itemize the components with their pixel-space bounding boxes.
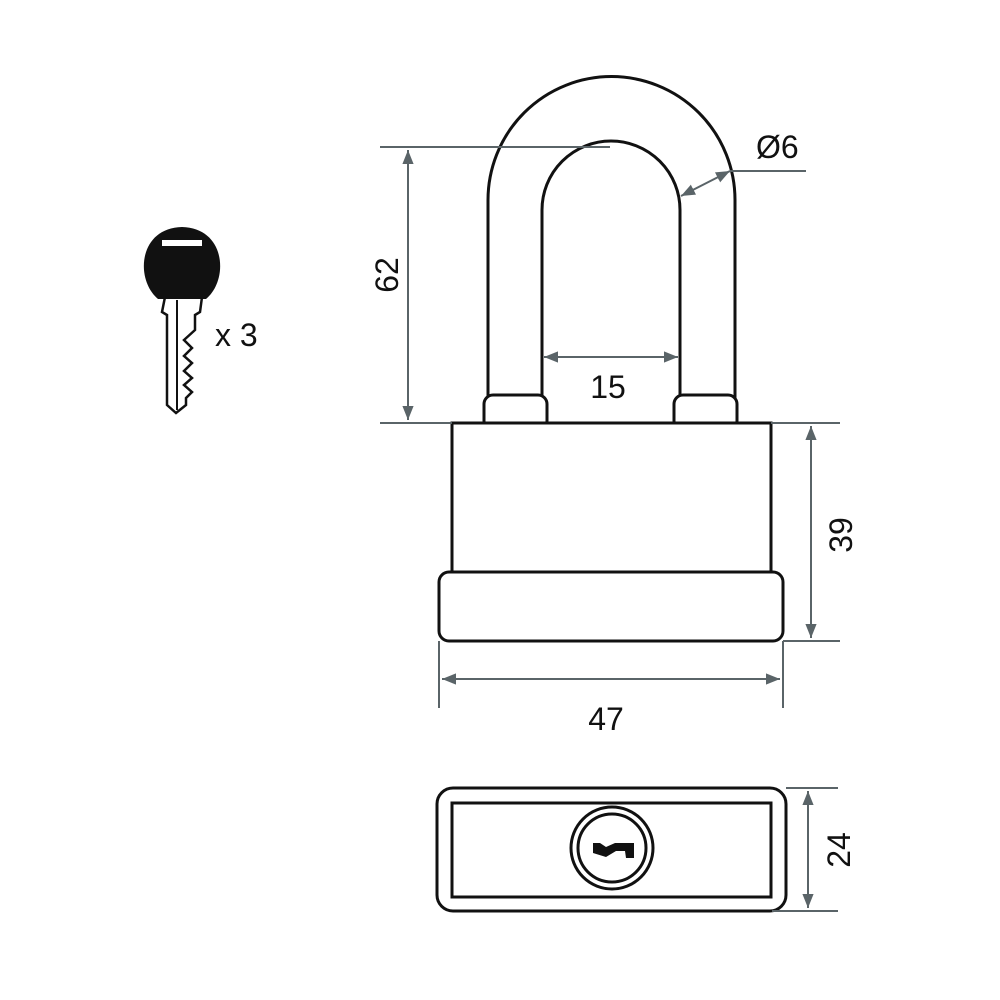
shackle-diameter-label: Ø6	[756, 129, 799, 165]
body-depth-label: 24	[821, 832, 857, 868]
key-count-label: x 3	[215, 317, 258, 353]
shackle	[482, 75, 739, 432]
dimension-body-height	[771, 422, 840, 642]
keyhole-icon	[593, 843, 634, 858]
padlock-base	[437, 570, 785, 643]
dimension-shackle-diameter	[680, 170, 806, 197]
dimension-body-depth	[772, 787, 838, 912]
body-width-label: 47	[588, 701, 624, 737]
shackle-height-label: 62	[369, 257, 405, 293]
body-height-label: 39	[823, 517, 859, 553]
inner-width-label: 15	[590, 369, 626, 405]
key-icon	[143, 227, 221, 415]
dimension-body-width	[438, 641, 784, 708]
dimension-shackle-height	[380, 146, 610, 424]
padlock-body	[450, 421, 773, 583]
padlock-bottom-view	[435, 786, 788, 913]
